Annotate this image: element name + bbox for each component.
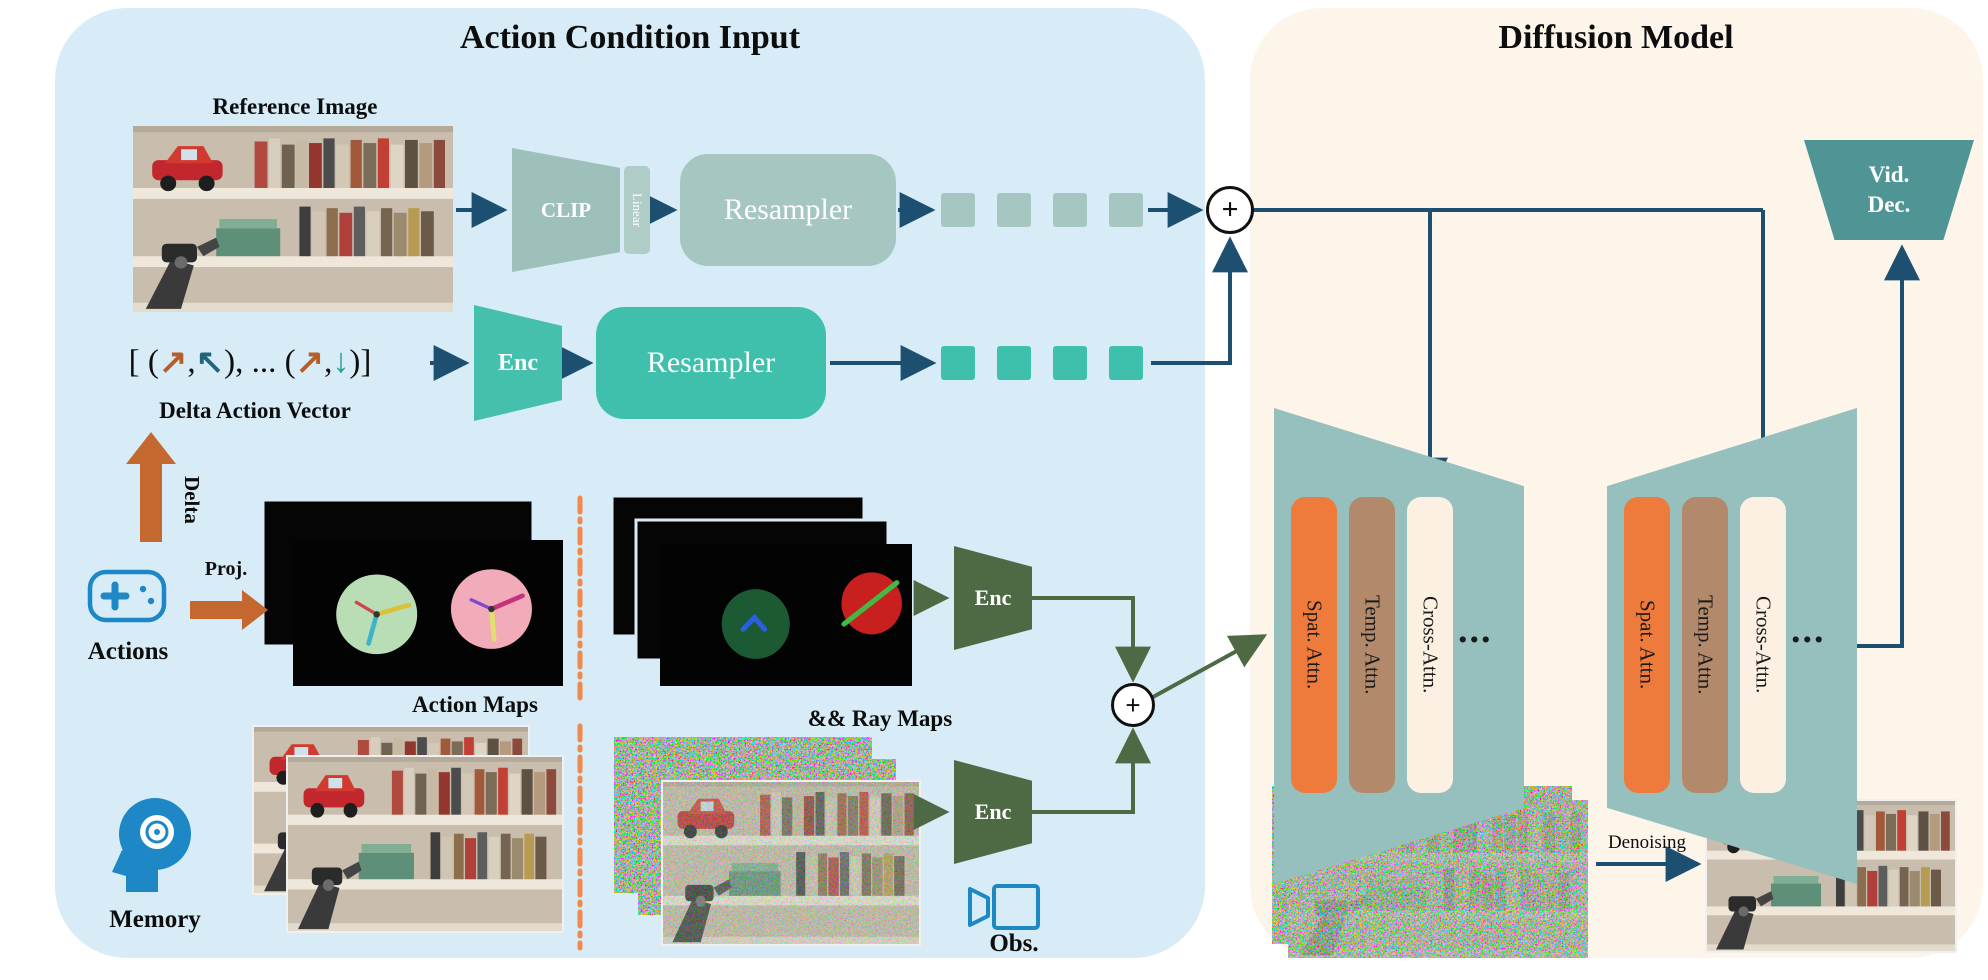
memory-head-icon [112,798,191,892]
action-token [941,346,975,380]
right-panel-title: Diffusion Model [1498,19,1734,56]
av-middle: ), ... ( [224,343,296,380]
proj-label: Proj. [204,558,248,580]
obs-label: Obs. [989,930,1039,957]
left-panel-title: Action Condition Input [459,19,801,56]
action-encoder: Enc [474,305,562,421]
memory-label: Memory [109,906,201,933]
gamepad-icon [87,569,167,623]
delta-label: Delta [180,476,205,524]
actions-label: Actions [87,638,169,665]
ellipsis: ... [1458,609,1493,651]
image-token [1109,193,1143,227]
av-arrow-up-right-icon: ↗ [295,344,325,381]
av-comma: , [187,343,196,380]
video-decoder-line2: Dec. [1867,192,1911,217]
delta-block-arrow [126,432,176,542]
ellipsis: ... [1791,609,1826,651]
resampler-action: Resampler [596,307,826,419]
temporal-attention-block: Temp. Attn. [1349,497,1395,793]
image-token [997,193,1031,227]
resampler-image: Resampler [680,154,896,266]
av-arrow-up-right-icon: ↗ [158,344,188,381]
delta-action-vector-label: Delta Action Vector [159,398,351,423]
encoder-flow-arrows [913,580,1268,830]
ray-maps-stack [610,494,912,686]
av-suffix: )] [349,343,372,380]
temporal-attention-block: Temp. Attn. [1682,497,1728,793]
action-token [1053,346,1087,380]
av-arrow-up-left-icon: ↖ [195,344,225,381]
memory-frames-stack [252,725,564,933]
av-comma: , [324,343,333,380]
action-maps-stack [261,498,563,686]
spatial-attention-block: Spat. Attn. [1291,497,1337,793]
av-arrow-down-icon: ↓ [332,343,350,380]
spatial-attention-block: Spat. Attn. [1624,497,1670,793]
sum-node-conditions: + [1206,186,1254,234]
obs-camera-icon [968,884,1040,930]
action-maps-label: Action Maps [412,692,538,717]
condition-flow-arrows [430,192,1920,882]
cross-attention-block: Cross-Attn. [1740,497,1786,793]
av-prefix: [ ( [128,343,159,380]
cross-attention-block: Cross-Attn. [1407,497,1453,793]
image-token [1053,193,1087,227]
clip-encoder: CLIP [512,148,620,272]
video-decoder: Vid. Dec. [1804,140,1974,240]
action-token [1109,346,1143,380]
ray-maps-label: && Ray Maps [807,706,953,731]
linear-projection: Linear [624,166,650,254]
sum-node-encoders: + [1111,683,1155,727]
delta-action-vector-expression: [ ( ↗ , ↖ ), ... ( ↗ , ↓ )] [70,336,430,388]
action-token [997,346,1031,380]
reference-image-label: Reference Image [212,94,378,119]
video-decoder-line1: Vid. [1868,162,1910,188]
proj-block-arrow [190,590,268,630]
observation-frames-stack [614,737,921,946]
reference-photo [133,126,453,312]
denoising-label: Denoising [1607,832,1687,853]
image-token [941,193,975,227]
